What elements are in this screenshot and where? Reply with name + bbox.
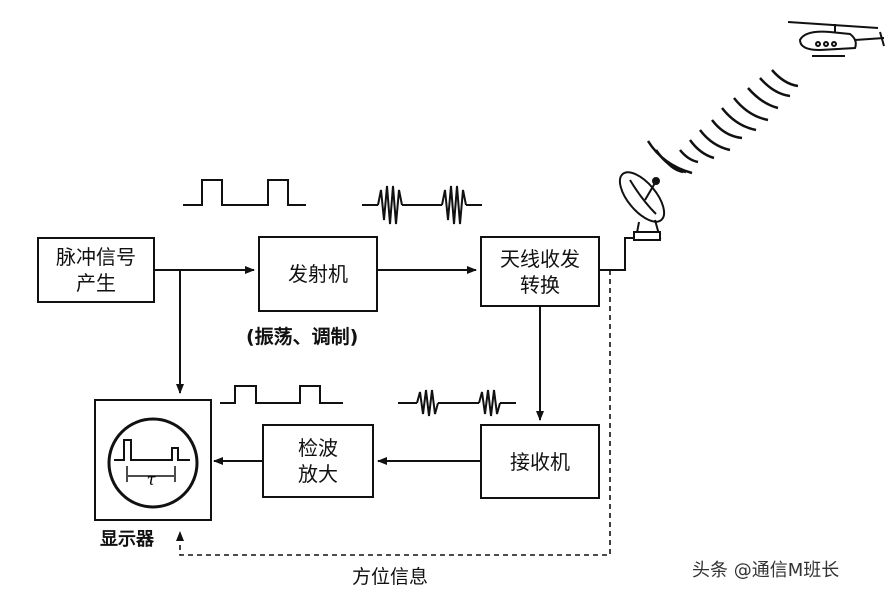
pulse-generator-label-line1: 脉冲信号 [56, 245, 136, 269]
pulse-generator-label-line2: 产生 [76, 271, 116, 295]
display-screen [107, 417, 199, 509]
display-pulse-trace [114, 439, 190, 461]
receiver-label: 接收机 [510, 449, 570, 474]
receiver-block: 接收机 [480, 424, 600, 499]
transmitter-note: (振荡、调制) [246, 326, 359, 348]
duplexer-label-line1: 天线收发 [500, 246, 580, 271]
rf-burst-waveform-top [362, 185, 482, 225]
pulse-waveform-bottom [220, 385, 343, 404]
radio-wave-arcs [646, 69, 799, 175]
watermark: 头条 @通信M班长 [692, 560, 840, 581]
display-tau-symbol: τ [147, 470, 157, 489]
detector-label-line1: 检波 [298, 436, 338, 460]
azimuth-info-label: 方位信息 [352, 566, 429, 588]
line-duplexer-to-antenna [600, 237, 638, 271]
display-label: 显示器 [100, 529, 154, 550]
transmitter-block: 发射机 [258, 236, 378, 312]
radar-dish-icon [618, 171, 666, 241]
transmitter-label: 发射机 [288, 262, 348, 286]
rf-burst-waveform-bottom [398, 389, 516, 417]
azimuth-info-dashed-line [176, 270, 611, 556]
pulse-generator-block: 脉冲信号 产生 [37, 237, 155, 303]
detector-label-line2: 放大 [298, 462, 338, 486]
duplexer-block: 天线收发 转换 [480, 236, 600, 307]
detector-amplifier-block: 检波 放大 [262, 424, 374, 498]
duplexer-label-line2: 转换 [520, 272, 560, 297]
pulse-waveform-top [183, 179, 306, 206]
helicopter-icon [787, 21, 885, 57]
